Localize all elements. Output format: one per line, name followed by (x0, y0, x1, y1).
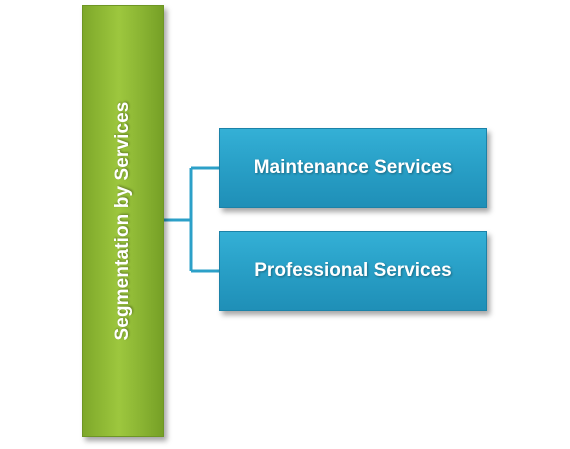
child-node-label: Maintenance Services (253, 157, 453, 178)
child-node-label: Professional Services (254, 260, 452, 281)
child-node-professional-services: Professional Services (219, 231, 487, 311)
root-node-label: Segmentation by Services (112, 101, 133, 341)
child-node-maintenance-services: Maintenance Services (219, 128, 487, 208)
root-node-segmentation-by-services: Segmentation by Services (82, 5, 164, 437)
